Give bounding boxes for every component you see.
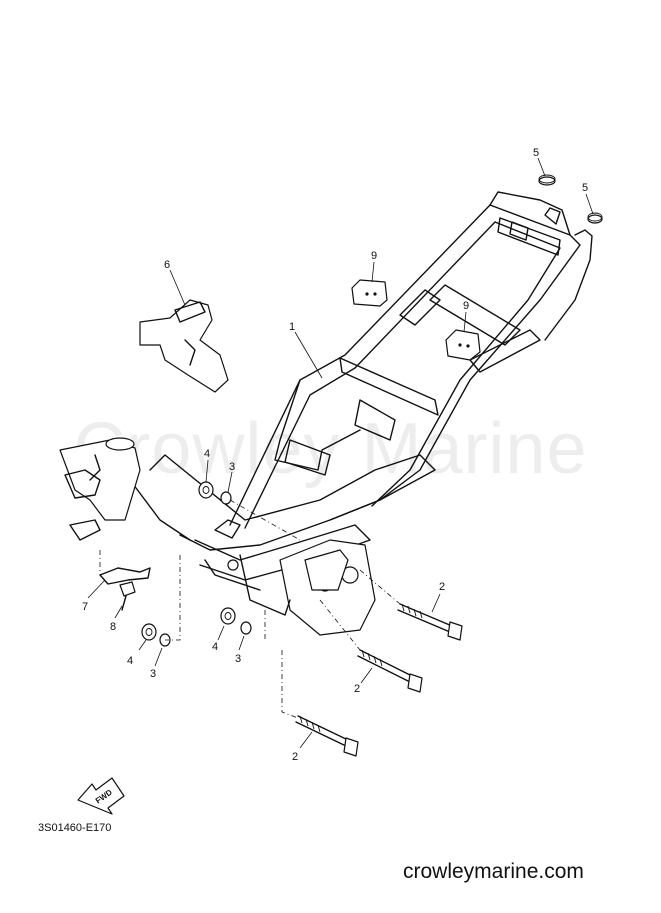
assembly-lines — [99, 499, 401, 719]
callout-5: 5 — [533, 147, 539, 159]
callout-2: 2 — [354, 683, 360, 695]
callout-2: 2 — [292, 751, 298, 763]
bracket-part-6 — [139, 299, 229, 393]
site-url[interactable]: crowleymarine.com — [403, 860, 584, 883]
callout-3: 3 — [150, 668, 156, 680]
leader-lines — [87, 157, 594, 749]
callout-8: 8 — [110, 621, 116, 633]
callout-9: 9 — [463, 300, 469, 312]
callout-9: 9 — [371, 250, 377, 262]
collar-part-4-left — [141, 623, 157, 641]
callout-6: 6 — [164, 259, 170, 271]
callout-4: 4 — [204, 448, 210, 460]
callout-3: 3 — [229, 461, 235, 473]
callout-4: 4 — [127, 655, 133, 667]
bolt-part-8 — [119, 581, 136, 611]
callout-1: 1 — [289, 321, 295, 333]
damper-part-9-lower — [445, 329, 481, 361]
callouts: 1 2 2 2 3 3 3 4 4 4 5 5 6 7 8 9 9 — [82, 147, 588, 763]
callout-2: 2 — [439, 581, 445, 593]
washer-part-3-mid — [240, 621, 252, 635]
callout-5: 5 — [582, 182, 588, 194]
callout-7: 7 — [82, 601, 88, 613]
callout-3: 3 — [235, 653, 241, 665]
diagram-code: 3S01460-E170 — [38, 822, 112, 834]
collar-part-4-mid — [220, 607, 236, 625]
damper-part-9-upper — [351, 279, 388, 307]
callout-4: 4 — [212, 641, 218, 653]
bolt-part-2-lower — [295, 715, 359, 757]
cap-part-5-right — [587, 212, 603, 224]
bolt-part-2-middle — [357, 649, 423, 693]
collar-part-4-top — [198, 481, 214, 499]
bolt-part-2-upper — [397, 603, 463, 641]
cap-part-5-left — [538, 174, 556, 186]
washer-part-3-top — [220, 491, 232, 505]
clip-part-7 — [99, 567, 151, 585]
main-frame — [59, 191, 593, 636]
fwd-arrow-icon: FWD — [77, 777, 125, 815]
